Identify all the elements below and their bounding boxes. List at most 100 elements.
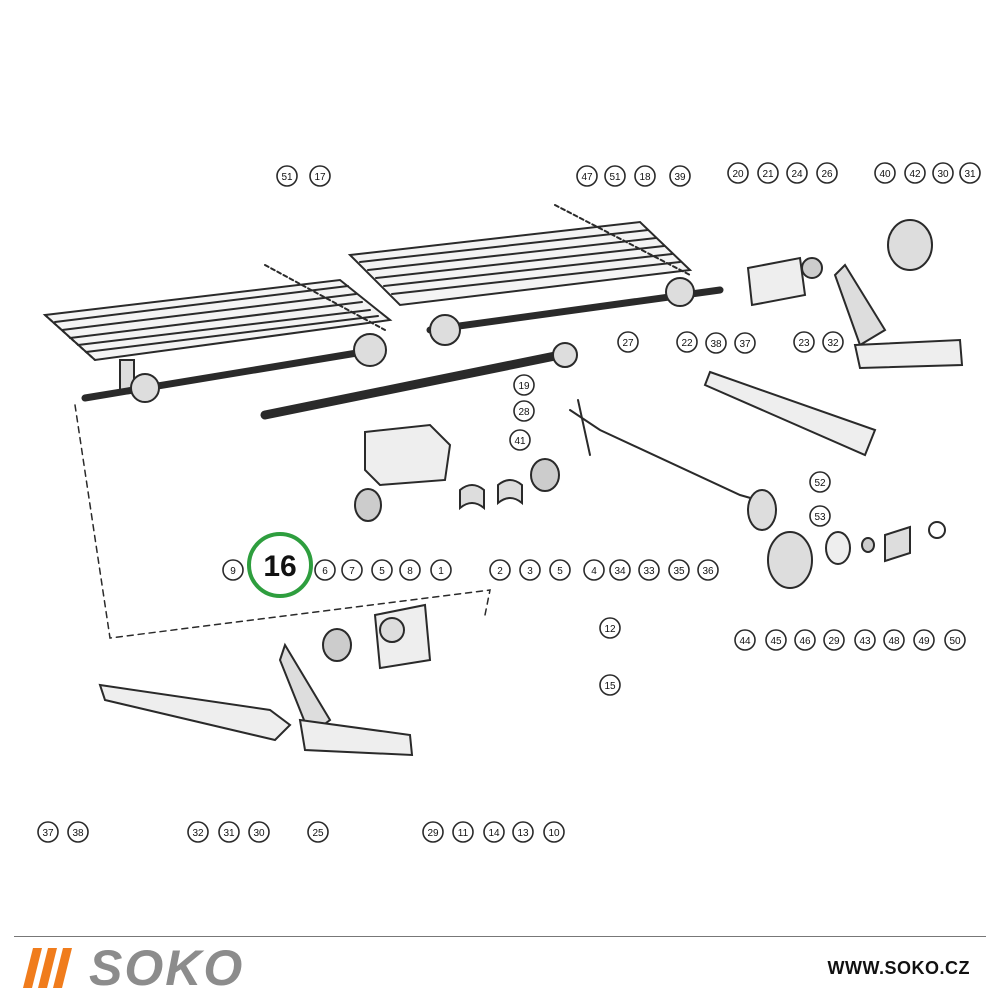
part-number: 45	[770, 636, 782, 647]
part-number: 30	[937, 169, 949, 180]
part-number: 19	[518, 381, 530, 392]
brand-name: SOKO	[89, 940, 245, 996]
part-callout: 23	[793, 331, 815, 353]
part-number: 26	[821, 169, 833, 180]
part-callout: 19	[513, 374, 535, 396]
part-number: 42	[909, 169, 921, 180]
part-callout: 29	[422, 821, 444, 843]
part-number: 50	[949, 636, 961, 647]
part-number: 35	[673, 566, 685, 577]
part-callout: 42	[904, 162, 926, 184]
part-callout: 13	[512, 821, 534, 843]
part-number: 52	[814, 478, 826, 489]
part-number: 36	[702, 566, 714, 577]
part-callout: 6	[314, 559, 336, 581]
part-callout: 31	[959, 162, 981, 184]
part-callout: 32	[822, 331, 844, 353]
part-number: 49	[918, 636, 930, 647]
part-callout: 34	[609, 559, 631, 581]
part-callout: 4	[583, 559, 605, 581]
part-number: 38	[710, 339, 722, 350]
highlight-number: 16	[263, 550, 296, 583]
part-number: 51	[281, 172, 293, 183]
part-callout: 35	[668, 559, 690, 581]
part-number: 22	[681, 338, 693, 349]
part-callout: 32	[187, 821, 209, 843]
footer-divider	[14, 936, 986, 937]
part-callout: 24	[786, 162, 808, 184]
part-number: 28	[518, 407, 530, 418]
highlighted-part-callout: 16	[247, 532, 313, 598]
website-link[interactable]: WWW.SOKO.CZ	[827, 958, 970, 978]
part-number: 38	[72, 828, 84, 839]
part-callout: 30	[932, 162, 954, 184]
part-callout: 26	[816, 162, 838, 184]
part-number: 5	[379, 566, 385, 577]
part-number: 14	[488, 828, 500, 839]
part-callout: 7	[341, 559, 363, 581]
part-callout: 49	[913, 629, 935, 651]
part-number: 37	[42, 828, 54, 839]
part-number: 29	[828, 636, 840, 647]
logo-bars-icon	[23, 948, 72, 988]
part-callout: 3	[519, 559, 541, 581]
part-callout: 44	[734, 629, 756, 651]
part-number: 21	[762, 169, 774, 180]
part-callout: 51	[604, 165, 626, 187]
part-callout: 38	[705, 332, 727, 354]
part-number: 5	[557, 566, 563, 577]
part-number: 31	[223, 828, 235, 839]
part-callout: 2	[489, 559, 511, 581]
part-number: 12	[604, 624, 616, 635]
part-number: 9	[230, 566, 236, 577]
part-number: 47	[581, 172, 593, 183]
part-callout: 22	[676, 331, 698, 353]
part-number: 51	[609, 172, 621, 183]
part-callout: 12	[599, 617, 621, 639]
part-callout: 50	[944, 629, 966, 651]
part-callout: 29	[823, 629, 845, 651]
part-number: 29	[427, 828, 439, 839]
part-number: 2	[497, 566, 503, 577]
part-number: 7	[349, 566, 355, 577]
part-number: 11	[458, 828, 469, 839]
part-callout: 41	[509, 429, 531, 451]
part-number: 8	[407, 566, 413, 577]
part-callout: 51	[276, 165, 298, 187]
brand-logo: SOKO	[23, 940, 245, 996]
part-number: 41	[514, 436, 526, 447]
part-number: 46	[799, 636, 811, 647]
part-number: 32	[827, 338, 839, 349]
part-callout: 14	[483, 821, 505, 843]
part-callout: 40	[874, 162, 896, 184]
part-callout: 8	[399, 559, 421, 581]
part-callout: 33	[638, 559, 660, 581]
part-callout: 52	[809, 471, 831, 493]
part-callout: 20	[727, 162, 749, 184]
part-number: 6	[322, 566, 328, 577]
part-number: 44	[739, 636, 751, 647]
part-callout: 53	[809, 505, 831, 527]
part-callout: 18	[634, 165, 656, 187]
part-number: 17	[314, 172, 326, 183]
part-callout: 37	[734, 332, 756, 354]
part-callout: 46	[794, 629, 816, 651]
part-callout: 27	[617, 331, 639, 353]
part-number: 18	[639, 172, 651, 183]
part-number: 30	[253, 828, 265, 839]
part-number: 33	[643, 566, 655, 577]
right-conveyor	[347, 204, 724, 346]
part-number: 15	[604, 681, 616, 692]
part-callout: 37	[37, 821, 59, 843]
part-callout: 5	[371, 559, 393, 581]
left-conveyor	[42, 264, 393, 403]
part-number: 3	[527, 566, 533, 577]
part-callout: 15	[599, 674, 621, 696]
part-number: 34	[614, 566, 626, 577]
highlight-ring	[247, 532, 313, 598]
part-callout: 43	[854, 629, 876, 651]
part-callout: 25	[307, 821, 329, 843]
part-callout: 45	[765, 629, 787, 651]
part-number: 48	[888, 636, 900, 647]
mechanical-drawing	[42, 204, 964, 757]
